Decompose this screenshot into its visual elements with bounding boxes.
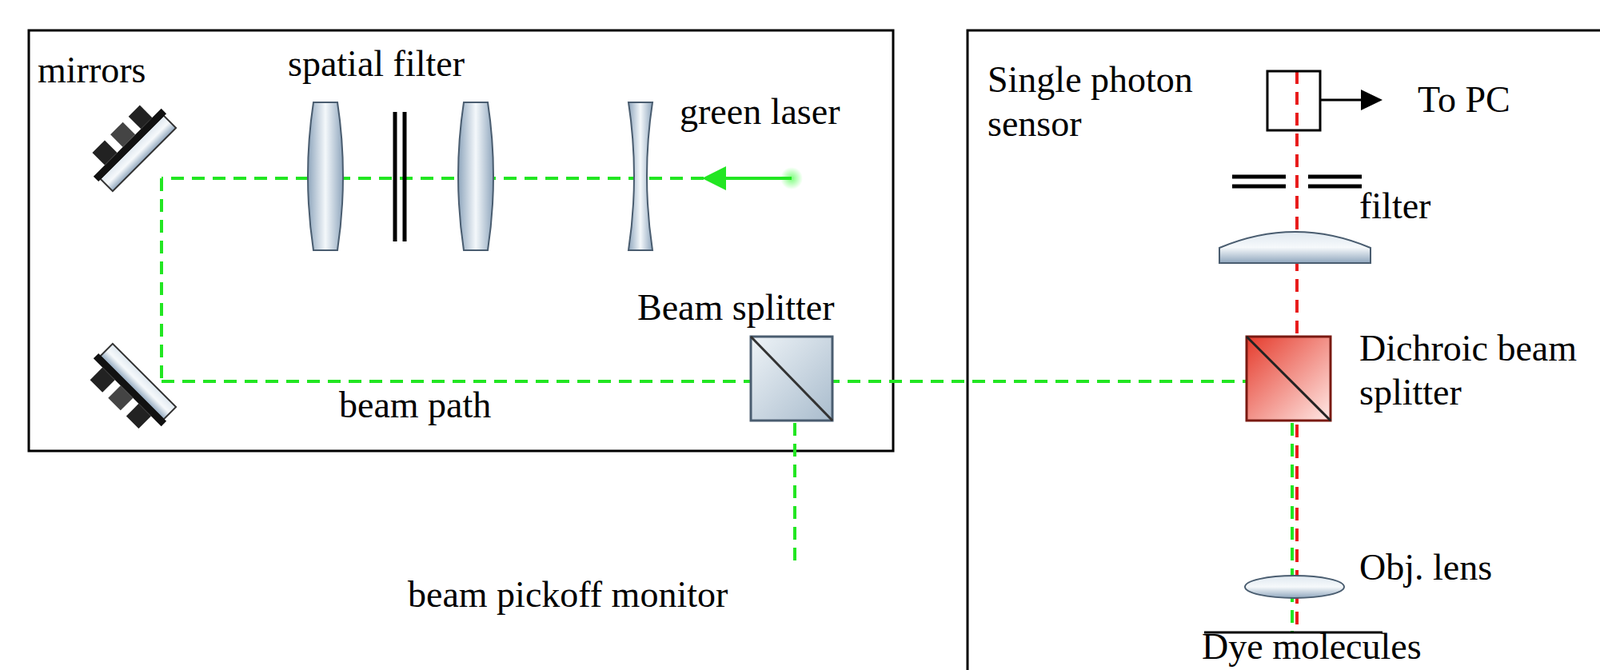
beam-label: beam path [339,383,491,427]
component-label: green laser [679,89,841,134]
component-label: Single photon sensor [987,57,1252,146]
component-label: beam pickoff monitor [407,572,728,617]
component-label: spatial filter [287,41,465,86]
component-label: mirrors [37,47,146,92]
component-label: Beam splitter [637,285,835,330]
component-label: Obj. lens [1359,545,1493,590]
output-label: To PC [1417,77,1511,122]
component-label: filter [1359,183,1431,228]
component-label: Dichroic beam splitter [1359,326,1592,415]
sample-label: Dye molecules [1201,628,1422,666]
